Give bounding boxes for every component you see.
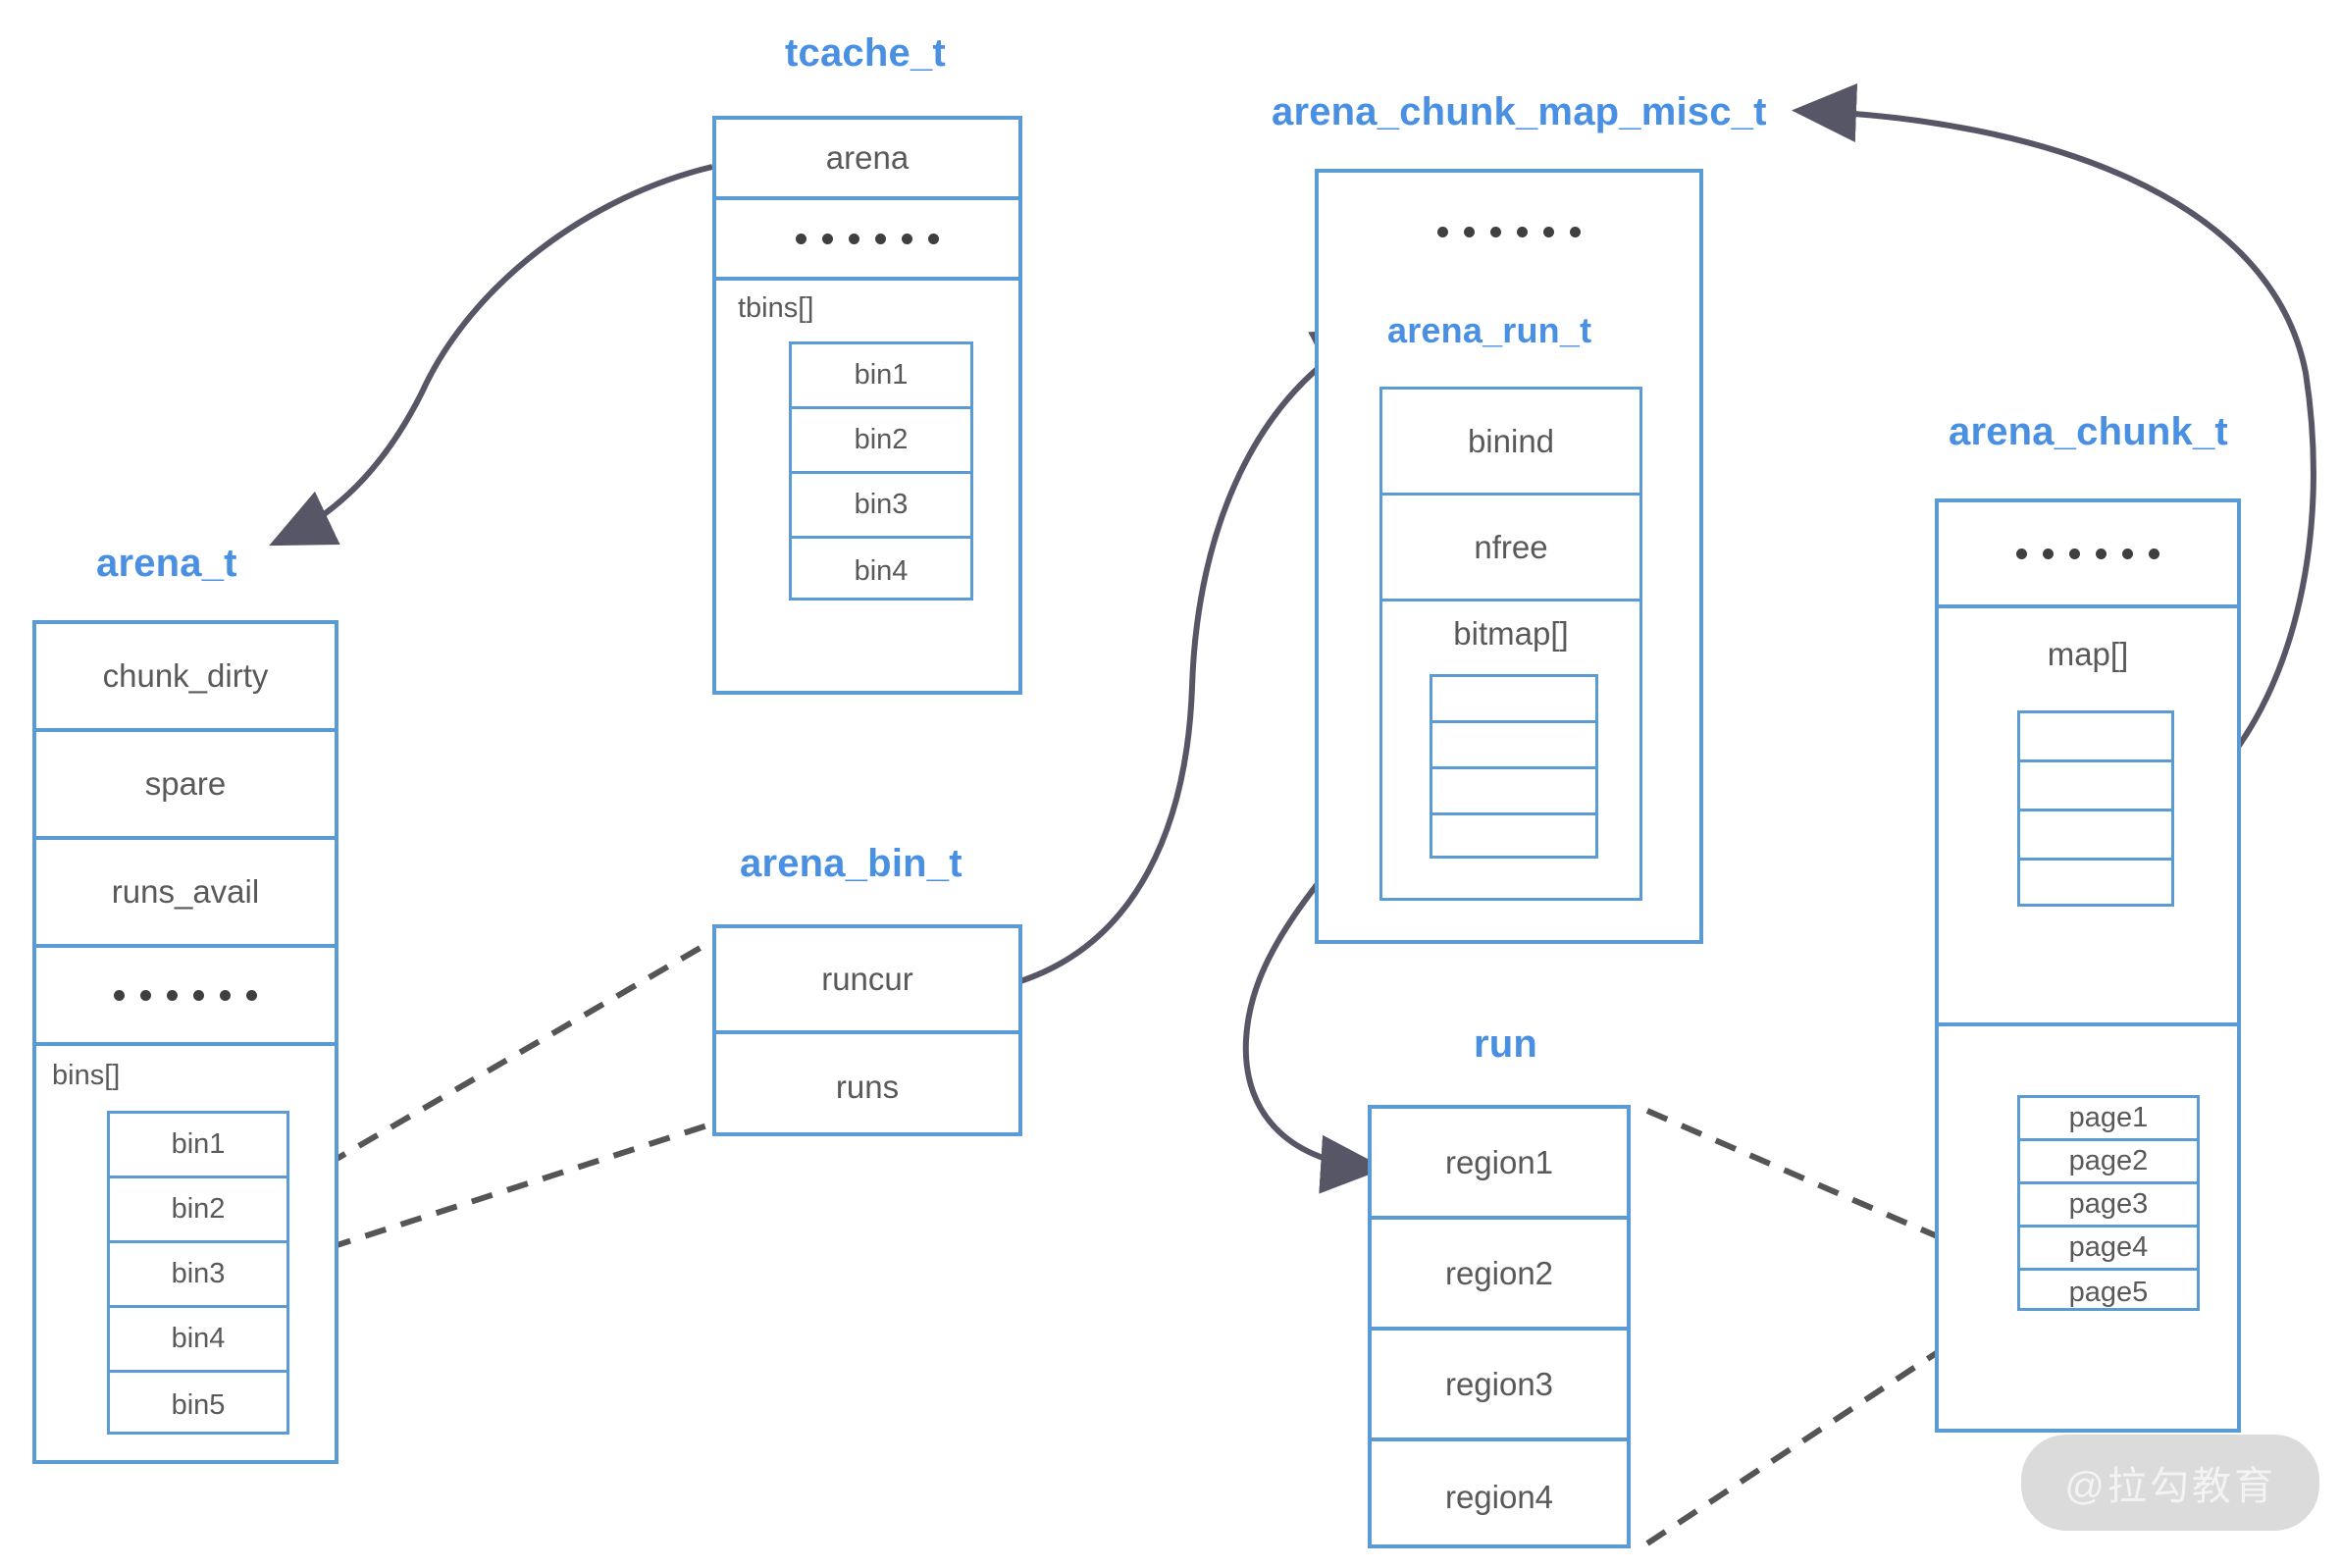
tbins-item[interactable]: bin2 [792,409,970,474]
ellipsis-dots [114,989,257,1001]
tbins-array: bin1 bin2 bin3 bin4 [789,341,973,601]
bitmap-item[interactable] [1432,815,1595,862]
bitmap-label: bitmap[] [1453,615,1569,652]
arena-row-spare: spare [36,732,335,840]
tbins-item[interactable]: bin1 [792,344,970,409]
pages-array: page1 page2 page3 page4 page5 [2017,1095,2200,1311]
bitmap-array [1430,674,1598,859]
arena-bin-row-runs: runs [835,1069,900,1105]
page-item[interactable]: page2 [2020,1141,2197,1184]
tcache-row-ellipsis [716,200,1018,281]
chunk-map-misc-title: arena_chunk_map_misc_t [1272,90,1767,133]
arena-chunk-row-map: map[] [1939,608,2237,1026]
map-array [2017,710,2174,907]
ellipsis-dots [796,233,939,244]
arena-run-row-bitmap: bitmap[] [1382,601,1639,898]
page-item[interactable]: page3 [2020,1184,2197,1228]
bins-item[interactable]: bin5 [171,1388,226,1421]
bitmap-item[interactable] [1432,723,1595,769]
arrow-tcache-arena-to-arena-t [269,164,713,547]
bins-item[interactable]: bin1 [110,1114,286,1178]
run-row-region2[interactable]: region2 [1372,1220,1627,1331]
arena-run-row-nfree: nfree [1382,496,1639,601]
bins-item[interactable]: bin3 [110,1243,286,1308]
ellipsis-dots [1437,226,1581,237]
tcache-box: arena tbins[] bin1 bin2 bin3 bin4 [712,116,1022,695]
map-item[interactable] [2020,713,2171,762]
map-item[interactable] [2020,861,2171,910]
bins-item[interactable]: bin4 [110,1308,286,1373]
arena-chunk-title: arena_chunk_t [1949,410,2228,453]
arena-row-bins: bins[] bin1 bin2 bin3 bin4 bin5 [36,1046,335,1464]
arena-run-box: binind nfree bitmap[] [1379,387,1642,901]
tcache-title: tcache_t [785,31,946,75]
arena-box: chunk_dirty spare runs_avail bins[] bin1… [32,620,338,1464]
arena-bin-row-runcur: runcur [716,928,1018,1034]
ellipsis-dots [2016,548,2159,559]
dashed-link-bins-to-arena-bin [292,939,712,1262]
chunk-map-misc-row-ellipsis [1319,173,1699,290]
arena-bin-box: runcur runs [712,924,1022,1136]
page-item[interactable]: page4 [2020,1228,2197,1271]
tbins-label: tbins[] [738,292,814,324]
bitmap-item[interactable] [1432,677,1595,723]
watermark: @拉勾教育 [2021,1435,2319,1531]
run-box: region1 region2 region3 region4 [1368,1105,1631,1548]
run-row-region4[interactable]: region4 [1444,1478,1554,1515]
bins-label: bins[] [52,1060,121,1091]
arena-row-ellipsis [36,948,335,1046]
tcache-row-tbins: tbins[] bin1 bin2 bin3 bin4 [716,281,1018,695]
arena-chunk-row-ellipsis [1939,502,2237,608]
arena-chunk-box: map[] page1 page2 page3 page4 page5 [1935,498,2241,1433]
run-row-region3[interactable]: region3 [1372,1331,1627,1441]
map-item[interactable] [2020,811,2171,861]
arena-row-runs-avail: runs_avail [36,840,335,948]
run-title: run [1474,1022,1538,1066]
arena-bin-title: arena_bin_t [740,842,962,885]
arena-chunk-row-pages: page1 page2 page3 page4 page5 [1939,1026,2237,1429]
tbins-item[interactable]: bin4 [854,554,909,587]
arena-run-row-binind: binind [1382,390,1639,496]
bins-array: bin1 bin2 bin3 bin4 bin5 [107,1111,289,1435]
tbins-item[interactable]: bin3 [792,474,970,539]
map-item[interactable] [2020,762,2171,811]
arena-title: arena_t [96,542,237,585]
bins-item[interactable]: bin2 [110,1178,286,1243]
arena-row-chunk-dirty: chunk_dirty [36,624,335,732]
page-item[interactable]: page1 [2020,1098,2197,1141]
tcache-row-arena: arena [716,120,1018,200]
bitmap-item[interactable] [1432,769,1595,815]
run-row-region1[interactable]: region1 [1372,1109,1627,1220]
page-item[interactable]: page5 [2068,1276,2149,1308]
arena-run-title: arena_run_t [1387,310,1592,350]
map-label: map[] [2047,636,2129,672]
chunk-map-misc-box: arena_run_t binind nfree bitmap[] [1315,169,1703,944]
